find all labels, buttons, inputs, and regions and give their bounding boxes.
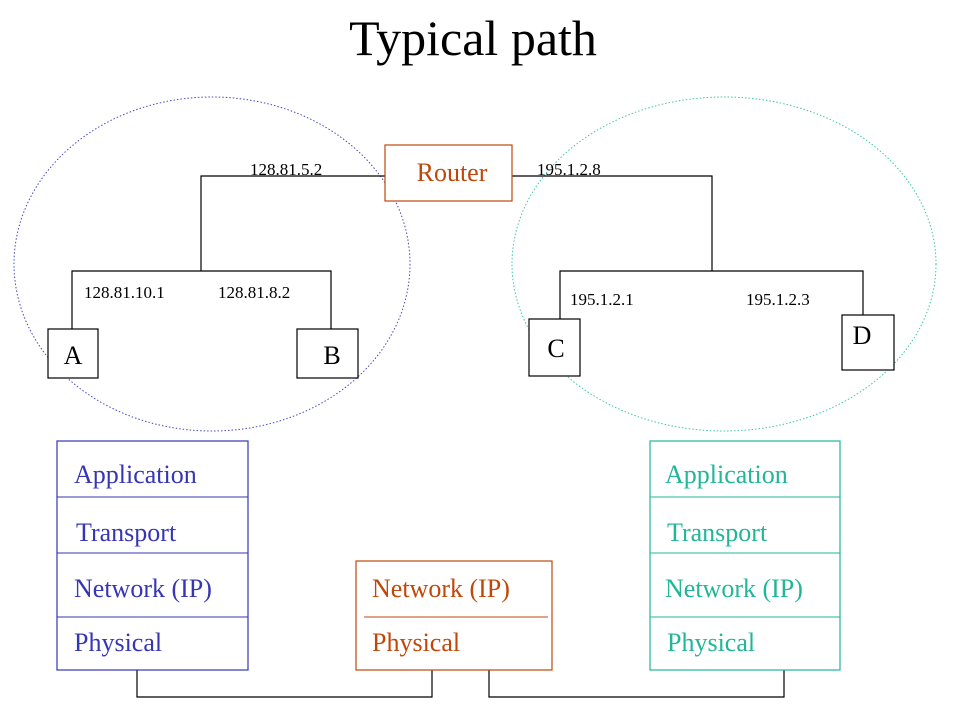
host-c-label: C bbox=[547, 334, 564, 363]
left-layer-transport: Transport bbox=[76, 518, 177, 547]
host-c-ip: 195.1.2.1 bbox=[570, 290, 634, 309]
right-protocol-stack: Application Transport Network (IP) Physi… bbox=[649, 440, 841, 671]
left-network-links bbox=[71, 175, 385, 344]
router-right-ip: 195.1.2.8 bbox=[537, 160, 601, 179]
router-layer-physical: Physical bbox=[372, 628, 460, 657]
router-label: Router bbox=[417, 158, 488, 187]
left-network-ring bbox=[13, 96, 411, 432]
router-layer-network: Network (IP) bbox=[372, 574, 510, 603]
left-layer-physical: Physical bbox=[74, 628, 162, 657]
right-layer-application: Application bbox=[665, 460, 788, 489]
right-layer-transport: Transport bbox=[667, 518, 768, 547]
right-layer-network: Network (IP) bbox=[665, 574, 803, 603]
host-a-label: A bbox=[64, 341, 83, 370]
host-d-label: D bbox=[853, 321, 872, 350]
host-b-ip: 128.81.8.2 bbox=[218, 283, 290, 302]
host-a: A bbox=[47, 328, 99, 379]
right-layer-physical: Physical bbox=[667, 628, 755, 657]
right-network-links bbox=[512, 175, 864, 332]
diagram-title: Typical path bbox=[349, 10, 597, 66]
left-layer-application: Application bbox=[74, 460, 197, 489]
router-box bbox=[384, 144, 513, 202]
left-protocol-stack: Application Transport Network (IP) Physi… bbox=[56, 440, 249, 671]
host-b: B bbox=[296, 328, 359, 379]
host-d: D bbox=[841, 314, 895, 371]
host-c: C bbox=[528, 318, 581, 377]
router-protocol-stack: Network (IP) Physical bbox=[355, 560, 553, 671]
physical-links bbox=[136, 670, 785, 698]
left-layer-network: Network (IP) bbox=[74, 574, 212, 603]
right-network-ring bbox=[511, 96, 937, 432]
host-a-ip: 128.81.10.1 bbox=[84, 283, 165, 302]
host-b-label: B bbox=[323, 341, 340, 370]
host-d-ip: 195.1.2.3 bbox=[746, 290, 810, 309]
router-left-ip: 128.81.5.2 bbox=[250, 160, 322, 179]
